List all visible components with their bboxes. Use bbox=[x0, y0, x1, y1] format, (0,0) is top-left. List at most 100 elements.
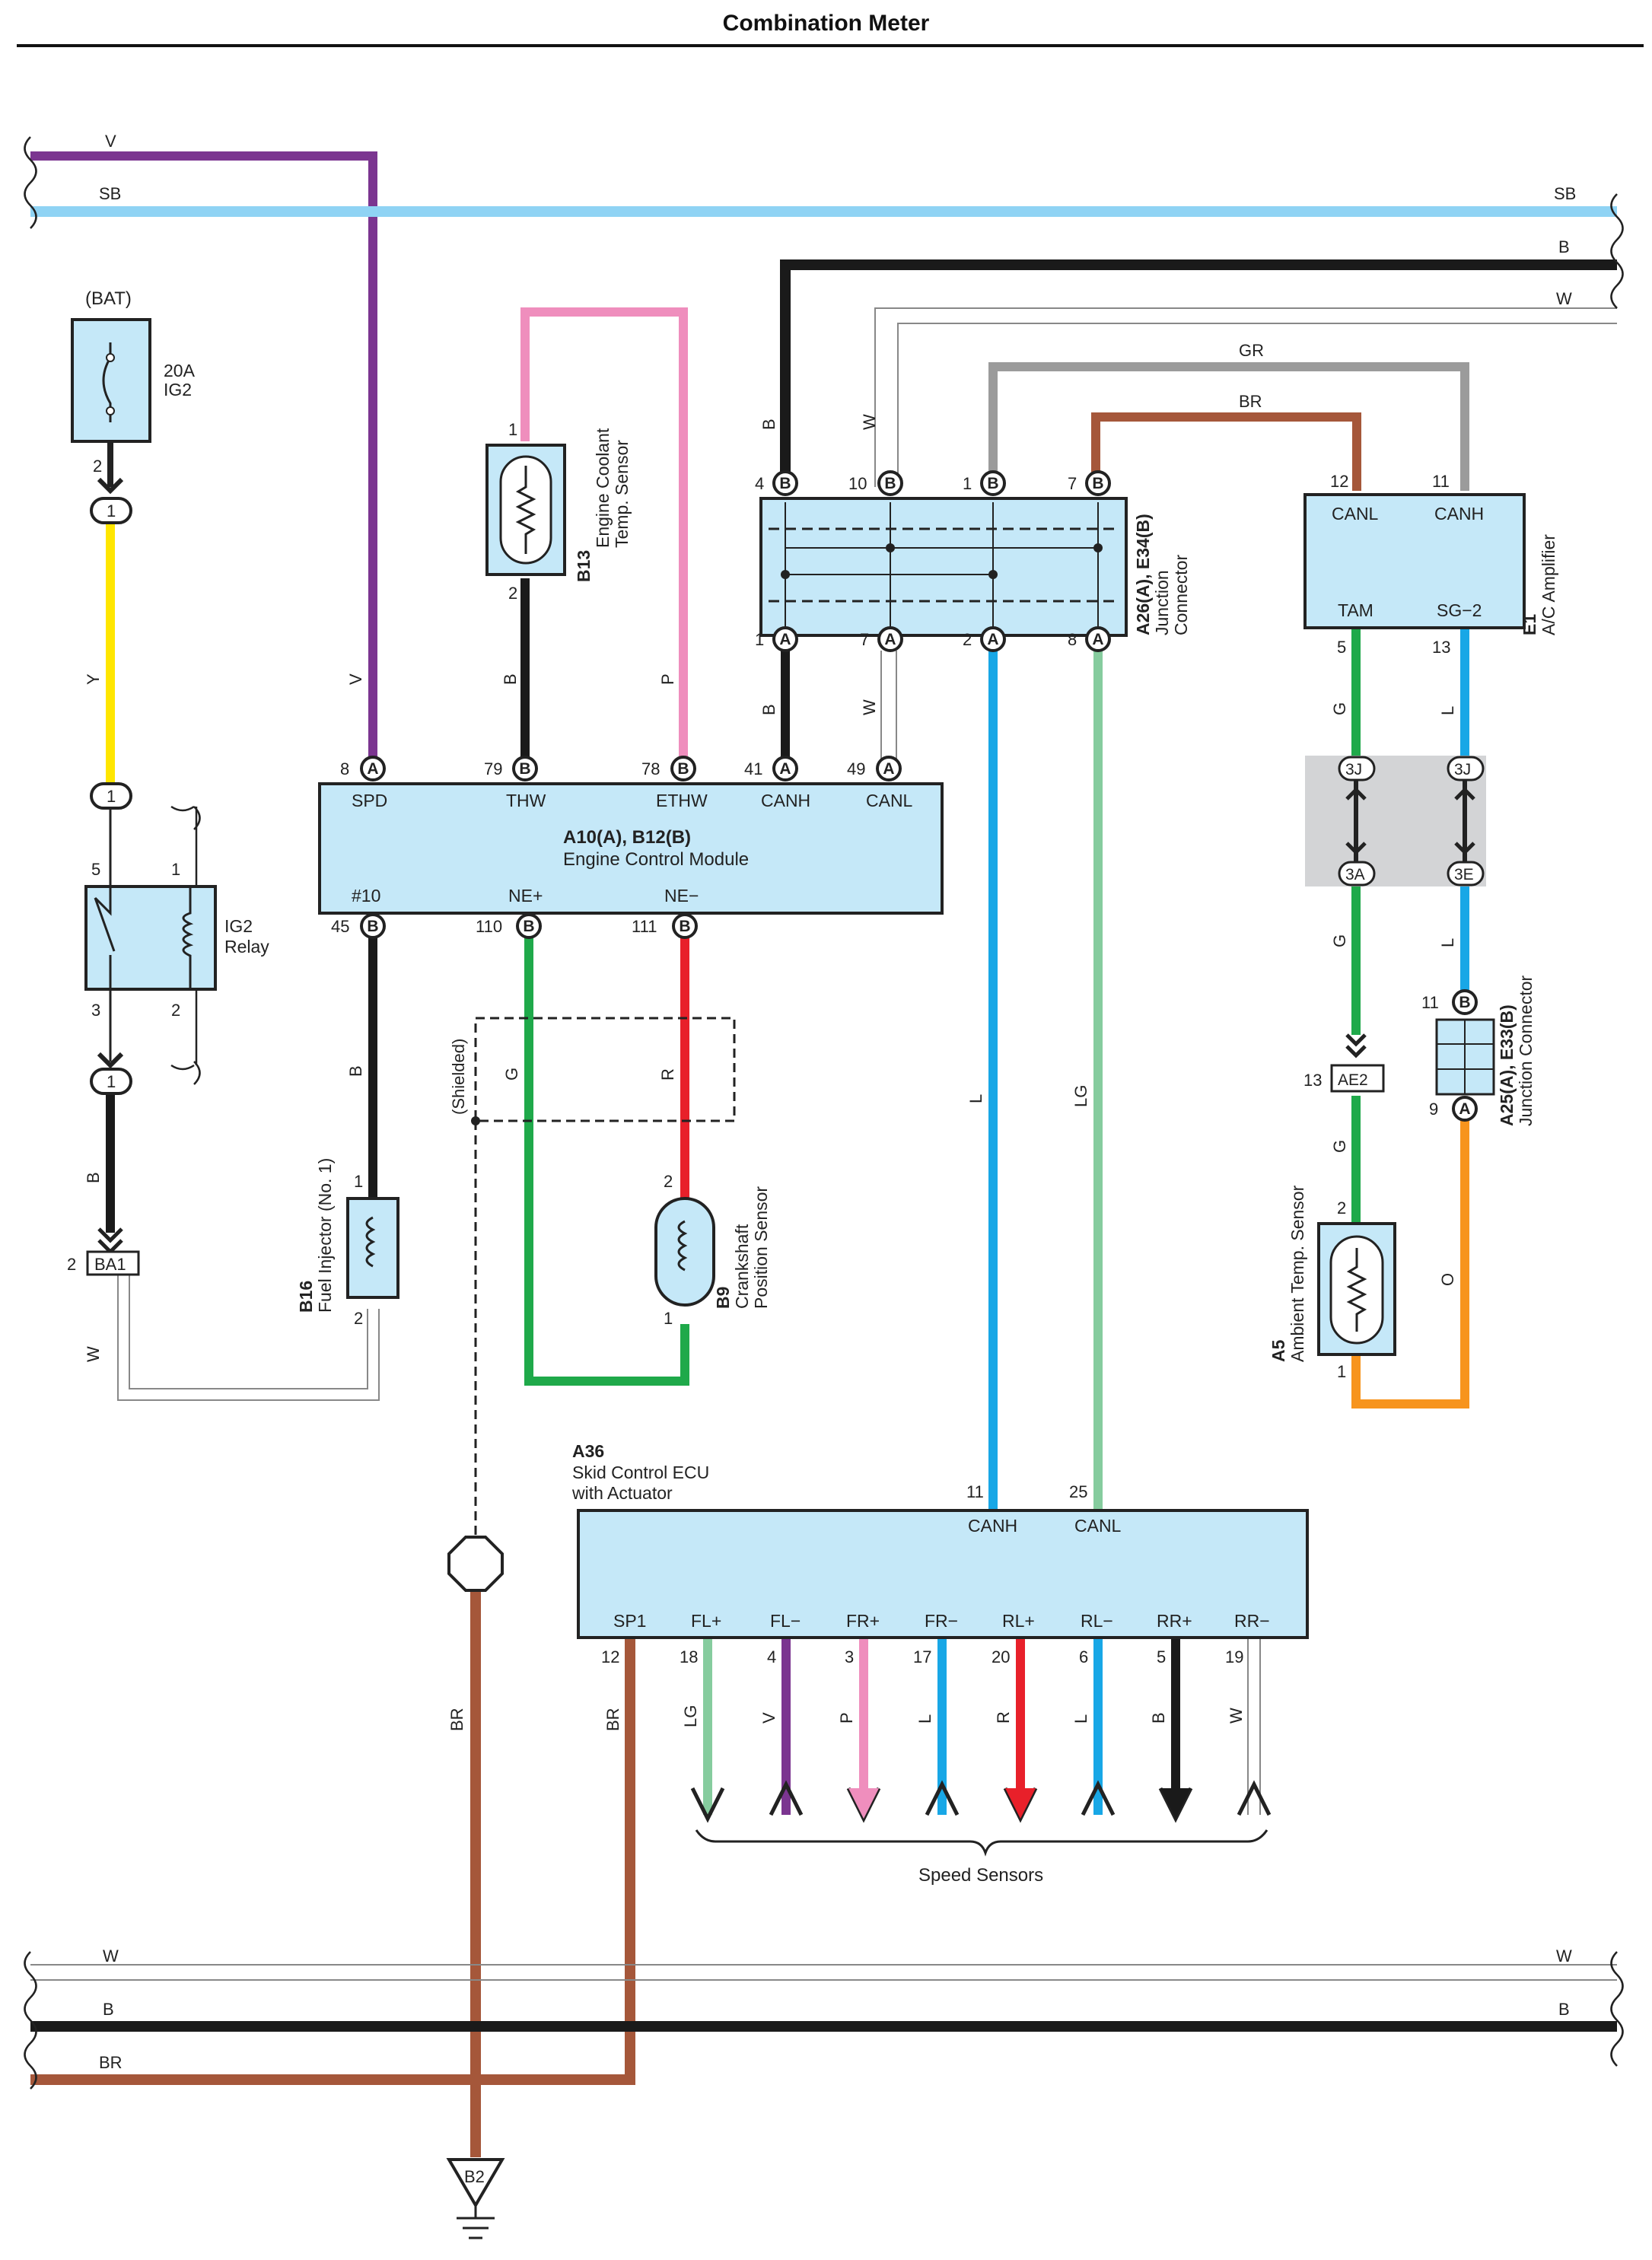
ac-pin-13: 13 bbox=[1432, 638, 1450, 657]
connector-3e: 3E bbox=[1454, 866, 1474, 883]
connector-3j-3e-shapes bbox=[1338, 756, 1485, 886]
relay-name-1: IG2 bbox=[224, 916, 253, 936]
label-bot-b-left: B bbox=[103, 2000, 114, 2019]
a25-pin-11: 11 bbox=[1421, 993, 1439, 1012]
ac-pin-canl: CANL bbox=[1332, 504, 1379, 524]
arrow-fill-fr bbox=[848, 1788, 879, 1819]
ecm-pin-ne-minus: NE− bbox=[664, 886, 699, 906]
label-wire-l-fr: L bbox=[915, 1714, 934, 1724]
skid-pin-17: 17 bbox=[913, 1647, 931, 1666]
ac-pin-tam: TAM bbox=[1338, 600, 1373, 620]
connector-3j-right: 3J bbox=[1454, 761, 1471, 778]
label-wire-b-jc2: B bbox=[759, 704, 778, 715]
relay-pin-2: 2 bbox=[171, 1001, 180, 1020]
ecm-pin-49-letter: A bbox=[883, 760, 894, 778]
skid-pin-fr-plus: FR+ bbox=[846, 1611, 880, 1631]
label-wire-o-amb: O bbox=[1438, 1273, 1457, 1286]
label-wire-g-tam3: G bbox=[1330, 1140, 1349, 1153]
wire-o-amb bbox=[1351, 1119, 1469, 1409]
wire-v-top bbox=[30, 151, 377, 769]
ac-pin-12: 12 bbox=[1330, 472, 1348, 491]
b9-id: B9 bbox=[713, 1287, 733, 1309]
skid-pin-rr-plus: RR+ bbox=[1157, 1611, 1192, 1631]
jc-pin-2b-letter: A bbox=[987, 631, 998, 648]
connector-ba1: BA1 bbox=[94, 1255, 126, 1274]
ac-amp-id: E1 bbox=[1520, 614, 1539, 635]
skid-pin-rl-plus: RL+ bbox=[1002, 1611, 1035, 1631]
label-bot-b-right: B bbox=[1558, 2000, 1570, 2019]
fuse-pin-2: 2 bbox=[93, 457, 102, 476]
ac-pin-11: 11 bbox=[1432, 472, 1450, 491]
label-top-sb-left: SB bbox=[99, 184, 121, 203]
label-br-ground: BR bbox=[447, 1708, 466, 1731]
relay-pin-3: 3 bbox=[91, 1001, 100, 1020]
ac-amp-name: A/C Amplifier bbox=[1539, 534, 1558, 635]
skid-pin-fr-minus: FR− bbox=[925, 1611, 958, 1631]
skid-pin-fl-plus: FL+ bbox=[691, 1611, 721, 1631]
label-wire-l-sg2: L bbox=[1438, 938, 1457, 947]
ecm-pin-ethw: ETHW bbox=[656, 791, 708, 810]
label-wire-b-inj: B bbox=[346, 1065, 365, 1077]
label-wire-l-canh: L bbox=[966, 1094, 985, 1103]
label-wire-b-jc: B bbox=[759, 419, 778, 430]
pin-numbers: 4 10 1 7 1 7 2 8 8 79 78 41 49 45 110 11… bbox=[331, 472, 1450, 1666]
arrow-fill-rl bbox=[1005, 1788, 1036, 1819]
skid-pin-canl: CANL bbox=[1074, 1516, 1122, 1536]
b16-id: B16 bbox=[296, 1281, 316, 1313]
wire-br-top bbox=[1091, 412, 1361, 491]
jc-pin-1b-letter: A bbox=[779, 631, 791, 648]
speed-sensors-label: Speed Sensors bbox=[918, 1865, 1043, 1886]
b16-name: Fuel Injector (No. 1) bbox=[315, 1158, 335, 1313]
jc-pin-8b-letter: A bbox=[1092, 631, 1103, 648]
junction-a25-shape bbox=[1435, 1018, 1495, 1096]
a5-name: Ambient Temp. Sensor bbox=[1288, 1185, 1307, 1362]
b9-line2: Position Sensor bbox=[751, 1186, 771, 1309]
fuse-source: (BAT) bbox=[85, 288, 132, 309]
skid-pin-20: 20 bbox=[992, 1647, 1010, 1666]
label-wire-l-sg: L bbox=[1438, 706, 1457, 715]
ac-pin-canh: CANH bbox=[1434, 504, 1484, 524]
label-top-sb-right: SB bbox=[1554, 184, 1576, 203]
b13-line1: Engine Coolant bbox=[593, 428, 613, 548]
wire-layer bbox=[30, 151, 1617, 2157]
pin-circle-letters: B B B B A A A A A B B A A B B B B A bbox=[367, 475, 1470, 1118]
jc-pin-10-letter: B bbox=[884, 475, 896, 492]
ecm-pin-111: 111 bbox=[632, 917, 657, 936]
b13-pin-2: 2 bbox=[508, 584, 517, 603]
pill-1-a: 1 bbox=[107, 501, 116, 520]
label-wire-w-jc2: W bbox=[860, 699, 879, 715]
label-wire-w-left: W bbox=[84, 1346, 103, 1362]
relay-name-2: Relay bbox=[224, 937, 269, 957]
b13-sensor-shape bbox=[485, 444, 566, 576]
ba1-pin-2: 2 bbox=[67, 1255, 76, 1274]
ig2-relay bbox=[84, 808, 217, 1069]
speed-sensor-wire-labels: BR LG V P L R L B W bbox=[603, 1705, 1246, 1731]
ecm-id: A10(A), B12(B) bbox=[563, 827, 691, 848]
label-wire-br-sp1: BR bbox=[603, 1708, 622, 1731]
ecm-box bbox=[318, 782, 944, 915]
label-wire-l-rl: L bbox=[1071, 1714, 1090, 1724]
ae2-pin-13: 13 bbox=[1303, 1071, 1322, 1090]
page-title: Combination Meter bbox=[722, 11, 930, 36]
label-wire-b-left: B bbox=[84, 1172, 103, 1183]
skid-pin-sp1: SP1 bbox=[613, 1611, 646, 1631]
relay-pin-1: 1 bbox=[171, 860, 180, 879]
skid-pin-canh: CANH bbox=[968, 1516, 1017, 1536]
break-marks bbox=[24, 136, 1624, 2090]
a5-pin-2: 2 bbox=[1337, 1198, 1346, 1218]
b13-line2: Temp. Sensor bbox=[612, 440, 632, 548]
label-wire-b-rr: B bbox=[1149, 1712, 1168, 1724]
label-bot-w-right: W bbox=[1556, 1946, 1572, 1966]
label-wire-p-fr: P bbox=[837, 1712, 856, 1724]
pill-1-c: 1 bbox=[107, 1072, 116, 1091]
label-br-top: BR bbox=[1239, 392, 1262, 411]
skid-id: A36 bbox=[572, 1441, 604, 1461]
ecm-pin-111-letter: B bbox=[679, 918, 690, 935]
wire-br-sp1 bbox=[30, 1638, 635, 2085]
ecm-pin-45-letter: B bbox=[367, 918, 378, 935]
label-top-v: V bbox=[105, 132, 116, 151]
ground-symbol bbox=[446, 2158, 505, 2239]
ac-pin-sg2: SG−2 bbox=[1437, 600, 1482, 620]
label-gr: GR bbox=[1239, 341, 1264, 360]
